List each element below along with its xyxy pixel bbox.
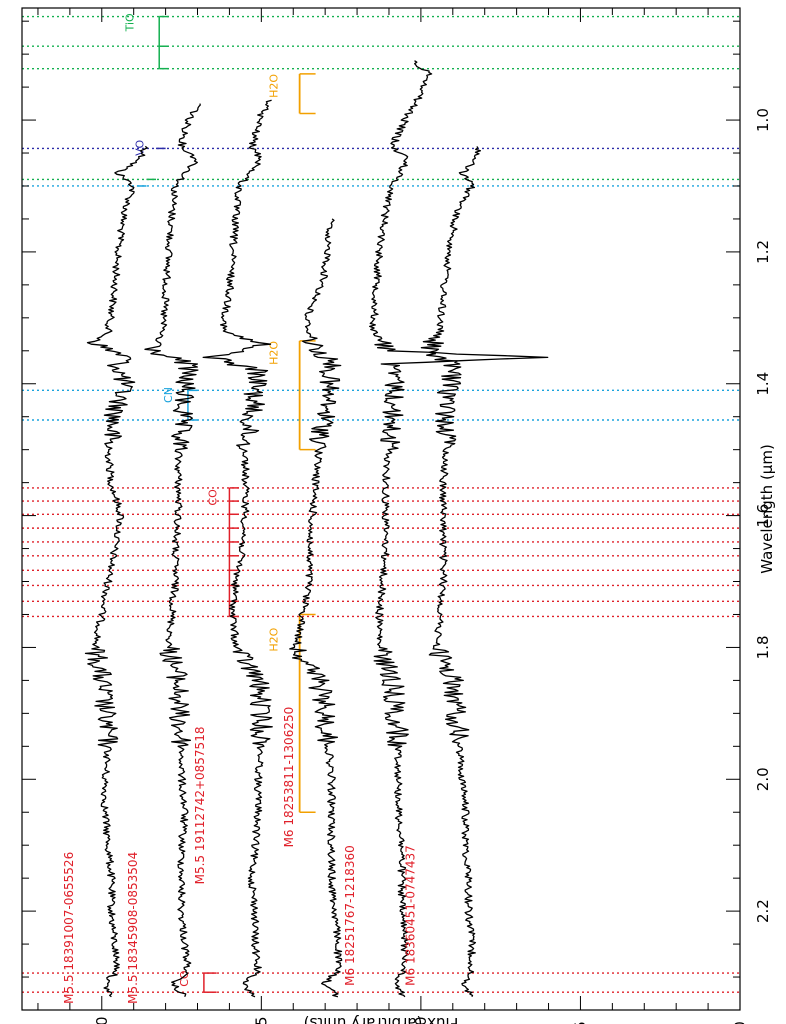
h2o-label: H2O [267,341,280,365]
spectrum-line [202,99,273,998]
x-tick-label: 1.2 [754,240,772,264]
feature-label: TiO [124,13,137,32]
plot-area: TiO VO CN CO CO H2O H2O H2O M5.5 18391007-065552… [22,13,740,1004]
plot-frame [21,7,741,1011]
axes: 1.0 1.2 1.4 1.6 1.8 2.0 2.2 0 5 10 15 20 [21,7,772,1024]
y-tick-label: 15 [252,1016,270,1024]
x-tick-label: 1.8 [754,636,772,660]
spectrum-line [369,60,549,998]
y-tick-label: 10 [412,1016,430,1024]
series-label: M6 18251767-1218360 [343,845,357,986]
y-tick-label: 0 [731,1021,749,1024]
feature-label: CO [178,970,191,987]
x-tick-label: 2.0 [754,767,772,791]
y-axis-label: Flux (arbitrary units) [304,1014,459,1024]
series-label: M5.5 18391007-0655526 [62,852,76,1004]
x-tick-label: 1.4 [754,372,772,396]
h2o-label: H2O [267,74,280,98]
y-tick-label: 20 [93,1016,111,1024]
series-label: M6 18360451-0747437 [404,845,418,986]
feature-label: CO [207,489,220,506]
series-label: M5.5 19112742+0857518 [193,727,207,885]
spectrum-line [144,103,201,998]
spectrum-line [420,146,482,998]
series-label: M6 18253811-1306250 [282,707,296,848]
spectrum-line [289,218,343,998]
series-label: M5.5 18345908-0853504 [126,852,140,1004]
x-axis-label: Wavelength (μm) [758,444,776,574]
x-tick-label: 1.6 [754,504,772,528]
spectrum-line [84,145,148,998]
y-tick-label: 5 [571,1021,589,1024]
x-tick-label: 1.0 [754,108,772,132]
feature-label: VO [133,140,146,156]
feature-label: CN [162,387,175,403]
x-tick-label: 2.2 [754,899,772,923]
h2o-label: H2O [267,627,280,651]
